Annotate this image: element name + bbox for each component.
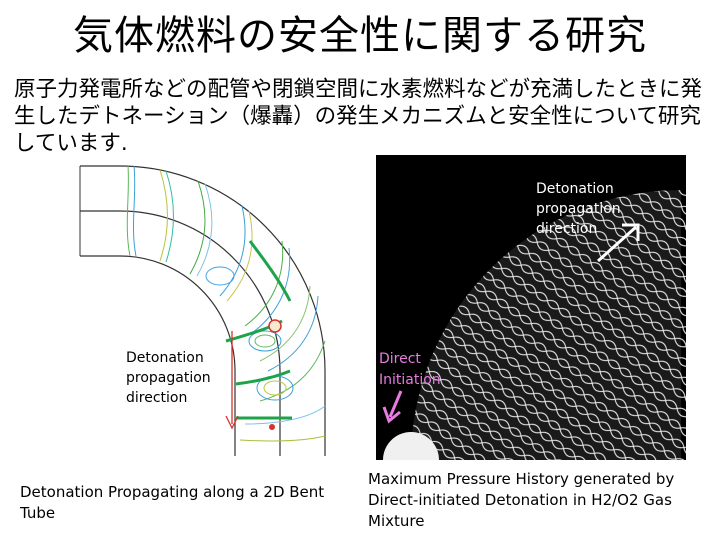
slide-title: 気体燃料の安全性に関する研究 bbox=[73, 13, 647, 59]
direct-initiation-label-line1: Direct bbox=[379, 351, 421, 367]
bent-tube-simulation-image: Detonation propagation direction bbox=[79, 165, 326, 456]
initiation-arrow-icon bbox=[382, 390, 403, 424]
right-direction-label-line1: Detonation bbox=[536, 181, 614, 197]
left-direction-label-line2: propagation bbox=[126, 370, 211, 386]
down-arrow-icon bbox=[225, 331, 239, 430]
left-direction-label-line3: direction bbox=[126, 390, 187, 406]
left-figure-caption: Detonation Propagating along a 2D Bent T… bbox=[20, 483, 325, 522]
left-direction-label-line1: Detonation bbox=[126, 350, 204, 366]
right-direction-label-line2: propagation bbox=[536, 201, 621, 217]
direct-initiation-label-line2: Initiation bbox=[379, 372, 441, 388]
right-figure-caption: Maximum Pressure History generated by Di… bbox=[368, 470, 675, 530]
bent-tube-figure: Detonation propagation direction bbox=[20, 156, 365, 466]
up-right-arrow-icon bbox=[596, 223, 640, 263]
pressure-history-figure: Detonation propagation direction Direct … bbox=[376, 155, 686, 460]
slide-intro-text: 原子力発電所などの配管や閉鎖空間に水素燃料などが充満したときに発生したデトネーシ… bbox=[14, 77, 703, 156]
right-direction-label-line3: direction bbox=[536, 221, 597, 237]
pressure-history-image: Detonation propagation direction Direct … bbox=[376, 155, 686, 460]
